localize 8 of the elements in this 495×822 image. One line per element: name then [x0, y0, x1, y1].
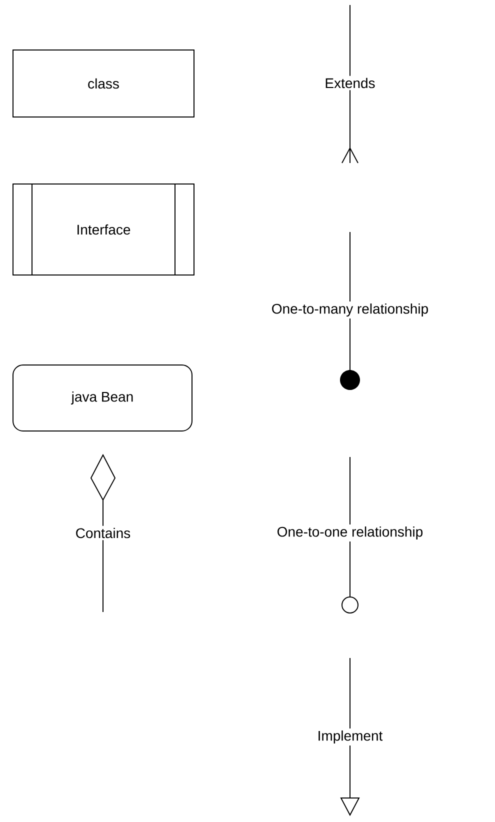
legend-label: One-to-many relationship: [269, 301, 431, 319]
legend-label: Implement: [315, 728, 385, 746]
legend-label: Extends: [322, 76, 378, 90]
bean-box: java Bean: [12, 364, 192, 432]
legend-label: One-to-one relationship: [274, 524, 426, 542]
class-box: class: [12, 50, 194, 118]
interface-box: Interface: [12, 184, 194, 276]
legend-label: Contains: [73, 526, 133, 540]
